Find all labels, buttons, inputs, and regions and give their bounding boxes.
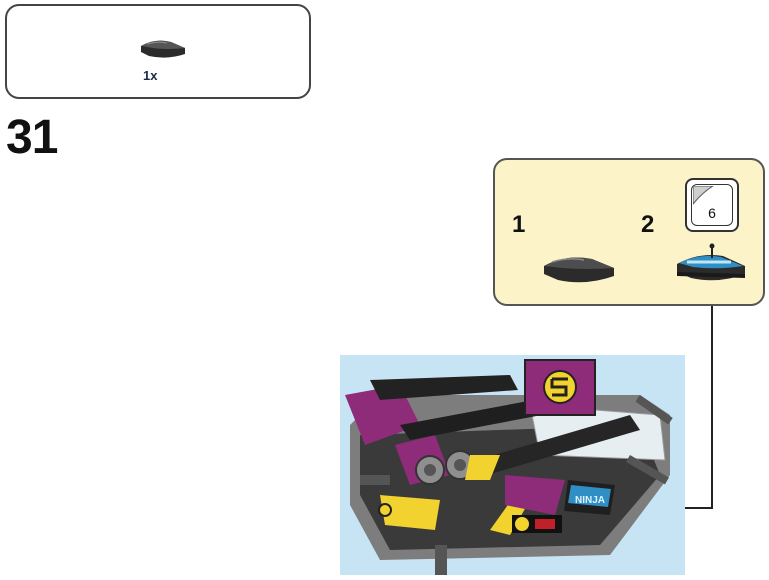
sticker-frame: 6 [691, 184, 733, 226]
sub-step-number: 2 [641, 211, 655, 238]
sub-assembly-callout: 1 2 6 [493, 158, 765, 306]
curved-slope-tile-icon [141, 40, 185, 58]
sub-step-number: 1 [512, 211, 526, 238]
curved-slope-tile-with-sticker-icon [677, 255, 745, 281]
curved-slope-tile-icon [544, 257, 614, 283]
model-view: NINJA [340, 355, 685, 575]
sticker-peel-icon [693, 186, 714, 205]
part-quantity: 1x [143, 68, 158, 83]
sticker-label: NINJA [575, 495, 605, 506]
step-number: 31 [6, 111, 58, 164]
vehicle-model-illustration: NINJA [345, 359, 673, 575]
parts-list-box: 1x [5, 4, 311, 99]
sticker-reference: 6 [685, 178, 739, 232]
sticker-number: 6 [708, 205, 716, 221]
